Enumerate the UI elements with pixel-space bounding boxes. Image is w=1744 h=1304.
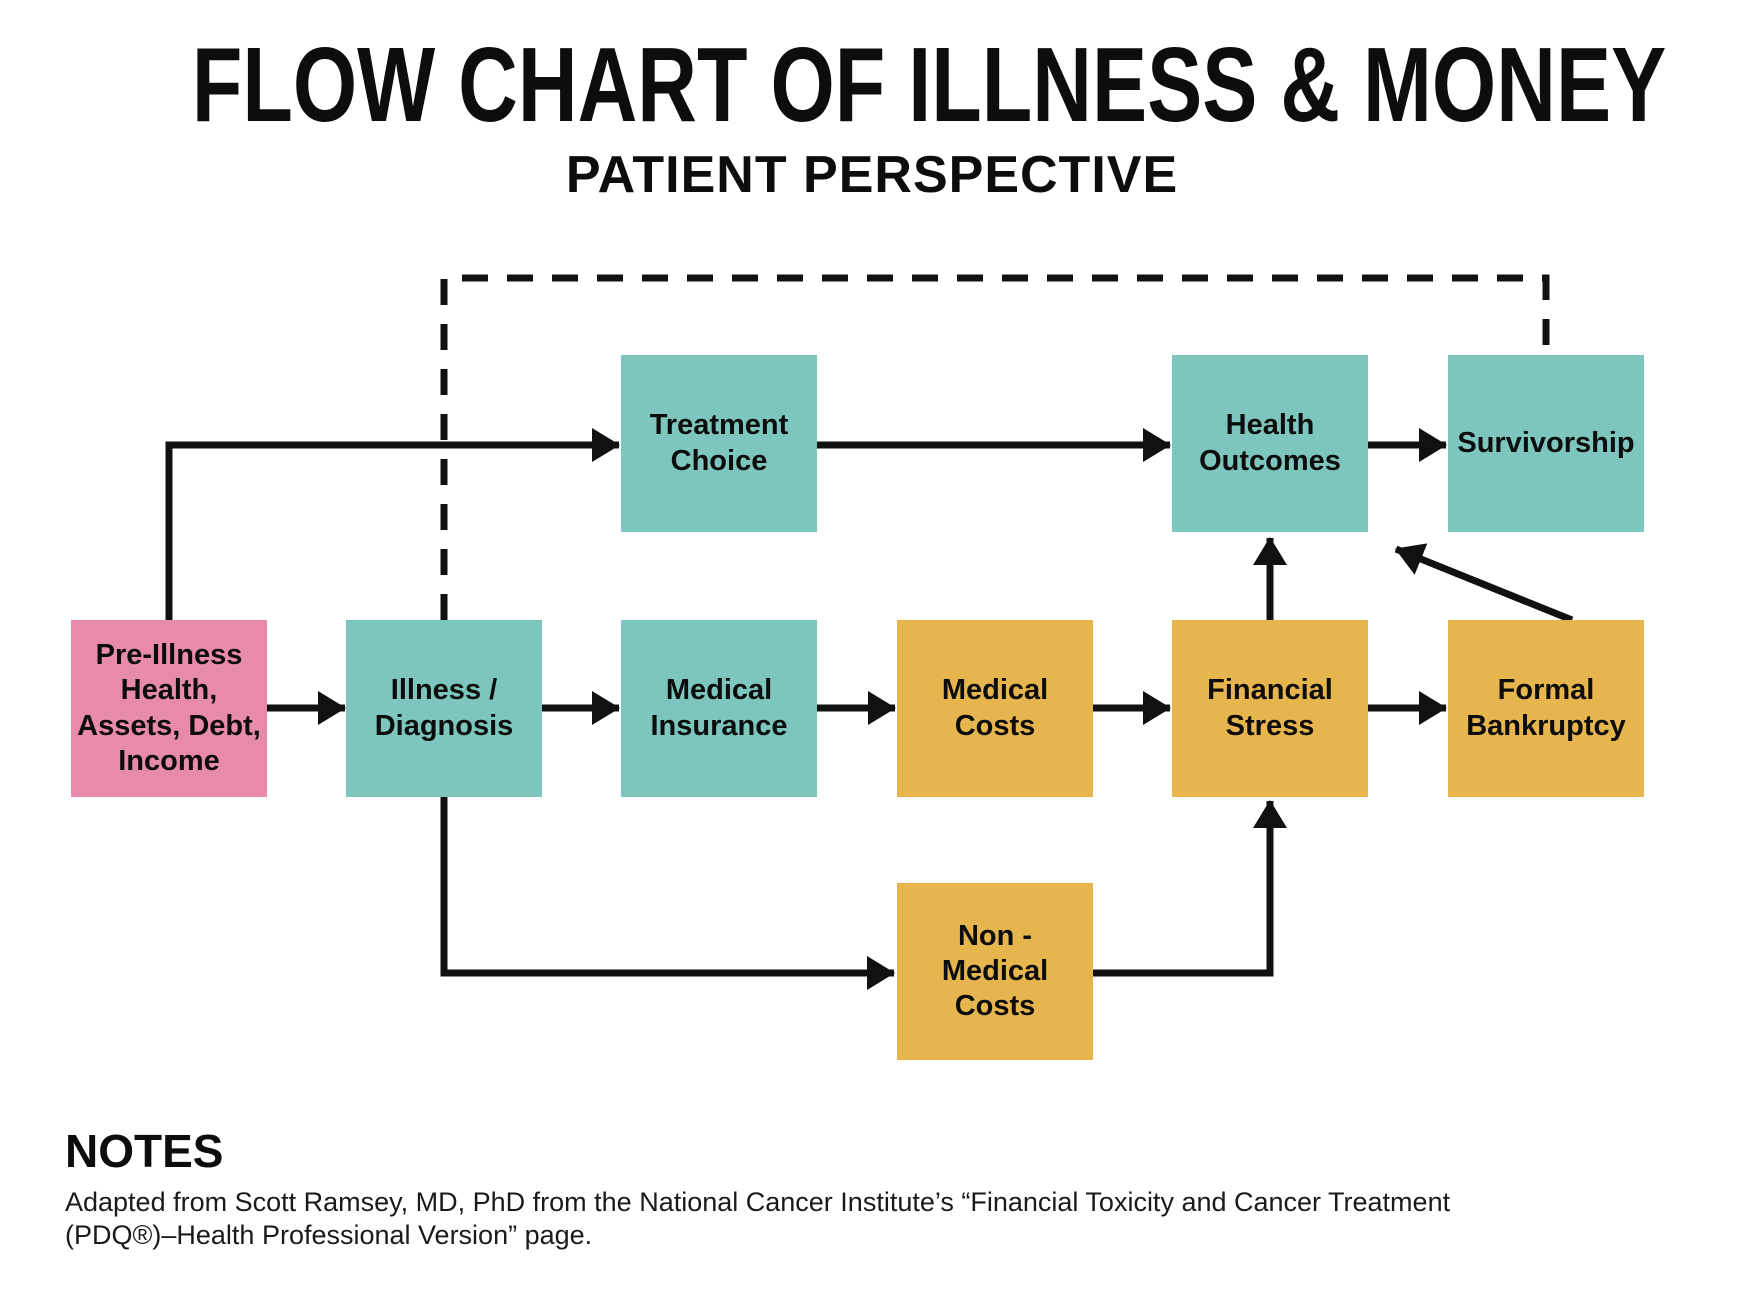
- node-formal-bankruptcy: Formal Bankruptcy: [1448, 620, 1644, 797]
- node-health-outcomes: Health Outcomes: [1172, 355, 1368, 532]
- node-non-medical-costs: Non - Medical Costs: [897, 883, 1093, 1060]
- edge-illness-diagnosis-to-non-medical-costs: [440, 797, 895, 990]
- notes-text: Adapted from Scott Ramsey, MD, PhD from …: [65, 1187, 1451, 1251]
- node-pre-illness: Pre-Illness Health, Assets, Debt, Income: [71, 620, 267, 797]
- node-treatment-choice: Treatment Choice: [621, 355, 817, 532]
- edge-non-medical-costs-to-financial-stress: [1093, 800, 1287, 977]
- node-medical-insurance: Medical Insurance: [621, 620, 817, 797]
- node-financial-stress: Financial Stress: [1172, 620, 1368, 797]
- notes-heading: NOTES: [65, 1125, 224, 1177]
- edge-pre-illness-to-treatment-choice: [165, 428, 620, 620]
- node-medical-costs: Medical Costs: [897, 620, 1093, 797]
- node-illness-diagnosis: Illness / Diagnosis: [346, 620, 542, 797]
- page-title: FLOW CHART OF ILLNESS & MONEY: [191, 26, 1667, 144]
- node-survivorship: Survivorship: [1448, 355, 1644, 532]
- edge-illness-diagnosis-to-survivorship-dashed: [440, 274, 1550, 620]
- edge-formal-bankruptcy-to-health-outcomes: [1394, 543, 1574, 624]
- page-subtitle: PATIENT PERSPECTIVE: [565, 146, 1179, 204]
